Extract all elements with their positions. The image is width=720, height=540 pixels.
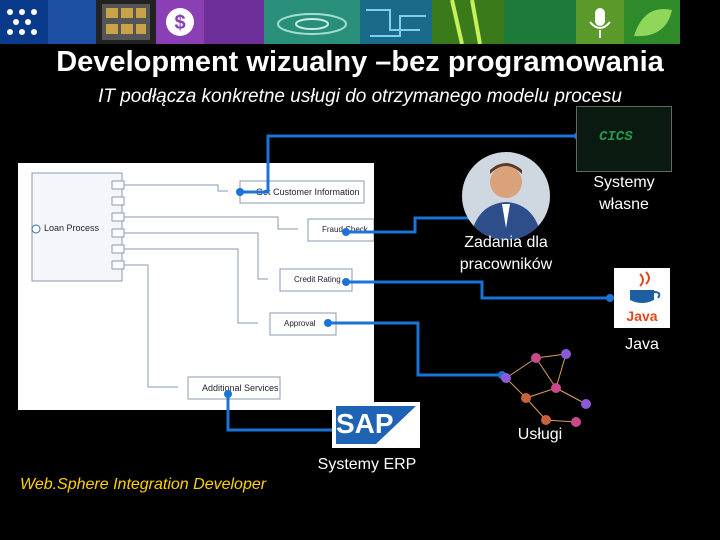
terminal-logo: CICS	[599, 129, 633, 145]
diagram-step-label: Credit Rating	[294, 275, 341, 284]
java-label: Java	[625, 336, 659, 353]
circuit-icon	[360, 0, 432, 44]
terminal-screenshot: CICS	[576, 106, 672, 172]
bamboo-icon	[432, 0, 504, 45]
ibm-logo-icon	[0, 0, 48, 44]
water-drop-icon	[264, 0, 360, 44]
java-logo: Java	[614, 268, 670, 328]
dollar-icon: $	[156, 0, 204, 44]
green-tile	[504, 0, 576, 44]
diagram-steps	[187, 180, 374, 400]
diagram-step-label: Get Customer Information	[256, 187, 360, 197]
own-systems-label: Systemy własne	[593, 174, 655, 213]
slide-title: Development wizualny –bez programowania	[56, 46, 664, 78]
java-cup-icon	[630, 271, 661, 303]
blue-tile	[48, 0, 96, 44]
slide-subtitle: IT podłącza konkretne usługi do otrzyman…	[98, 86, 622, 107]
sap-logo: SAP	[332, 402, 420, 448]
sap-logo-text: SAP	[336, 408, 394, 439]
image-banner: $	[0, 0, 720, 45]
microphone-icon	[576, 0, 624, 44]
diagram-process-label: Loan Process	[44, 223, 100, 233]
process-diagram: Loan Process Get Customer Information Fr…	[18, 163, 374, 410]
footer-caption: Web.Sphere Integration Developer	[20, 476, 267, 493]
services-network-icon	[501, 349, 591, 427]
java-logo-text: Java	[626, 308, 658, 324]
leaf-icon	[624, 0, 680, 44]
services-label: Usługi	[517, 426, 563, 443]
businessman-icon	[470, 163, 542, 240]
purple-tile	[204, 0, 264, 44]
human-tasks-label: Zadania dla pracowników	[459, 234, 553, 273]
film-strip-icon	[96, 0, 156, 44]
erp-label: Systemy ERP	[317, 456, 417, 473]
person-photo	[462, 152, 550, 240]
svg-text:$: $	[174, 12, 185, 34]
diagram-step-label: Approval	[284, 319, 316, 328]
diagram-step-label: Additional Services	[202, 383, 278, 393]
